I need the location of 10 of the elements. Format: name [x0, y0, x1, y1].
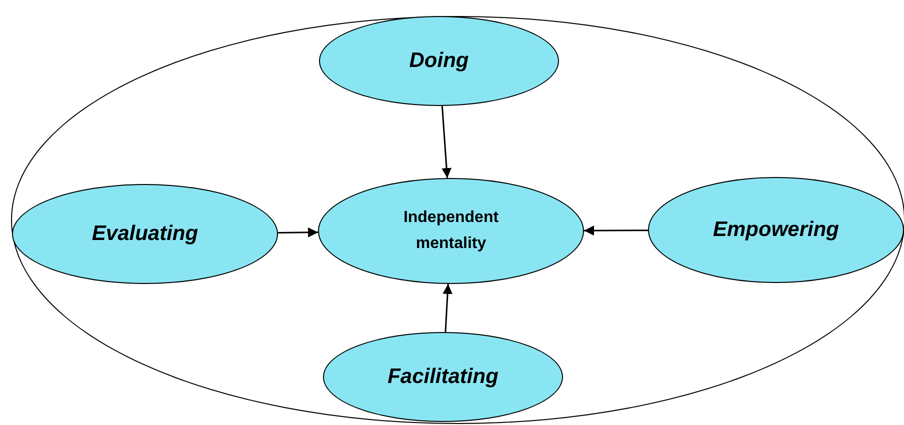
arrow	[278, 227, 318, 238]
arrow	[442, 284, 453, 332]
node-label: Independent mentality	[402, 208, 500, 254]
node-label: Doing	[409, 48, 469, 74]
node-label: Evaluating	[92, 221, 198, 248]
node-label: Empowering	[712, 217, 839, 244]
node-label: Facilitating	[388, 364, 498, 390]
arrow	[584, 226, 648, 236]
arrow	[441, 106, 452, 178]
outer-ellipse	[11, 16, 904, 424]
